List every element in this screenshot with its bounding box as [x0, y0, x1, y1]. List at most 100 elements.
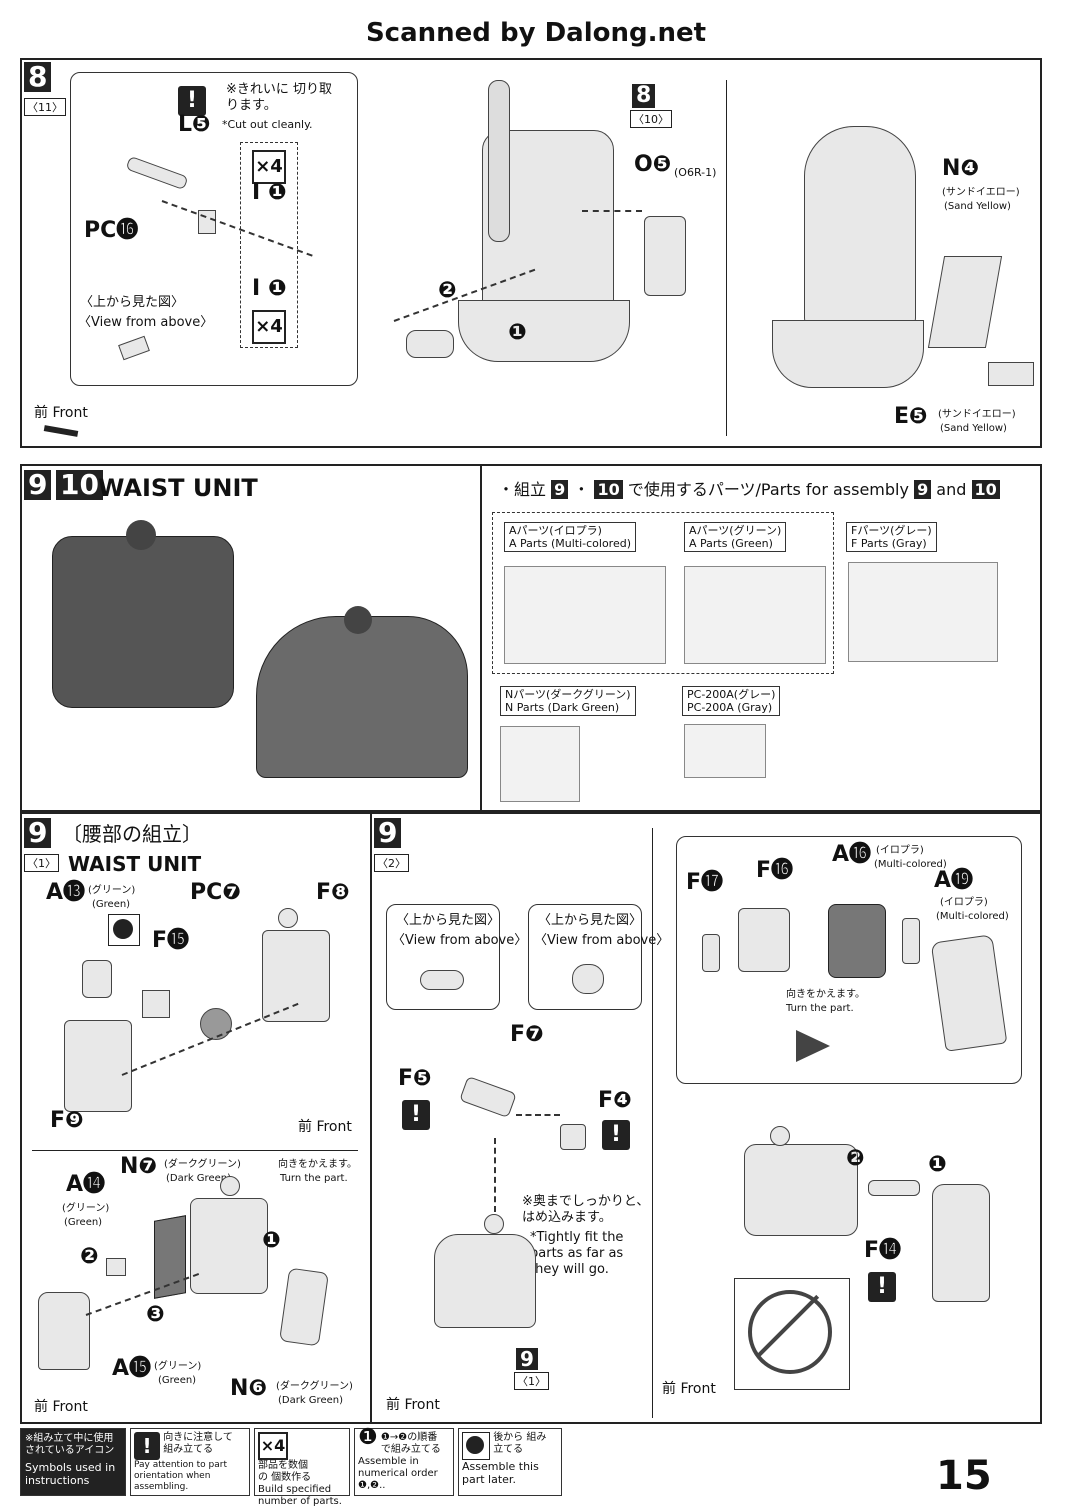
step9-1-number: 9: [24, 818, 52, 848]
runner-PC-en: PC-200A (Gray): [687, 701, 773, 714]
A14-part: [106, 1258, 126, 1276]
runner-N-en: N Parts (Dark Green): [505, 701, 620, 714]
A16-part: [902, 918, 920, 964]
part-A14-en: (Green): [64, 1217, 103, 1228]
part-F8-label: F❽: [316, 880, 350, 905]
front-indicator-9-1b: 前 Front: [34, 1399, 88, 1415]
view2-jp: 〈上から見た図〉: [538, 913, 643, 928]
prohibited-icon: [748, 1290, 832, 1374]
part-PC16-label: PC⓰: [84, 218, 139, 243]
part-A14-label: A⓮: [66, 1172, 106, 1197]
runner-A-green: [684, 566, 826, 664]
view2-en: 〈View from above〉: [534, 933, 670, 948]
A13-part: [82, 960, 112, 998]
step9-1-title-en: WAIST UNIT: [68, 852, 202, 876]
runner-PC200A: [684, 724, 766, 778]
legend-heading-en: Symbols used in instructions: [25, 1461, 116, 1487]
parts-heading-num10b: 10: [971, 480, 1000, 499]
legend-heading-jp: ※組み立て中に使用 されているアイコン: [25, 1433, 115, 1456]
part-F7-label: F❼: [510, 1022, 544, 1047]
part-N4-label: N❹: [942, 156, 980, 181]
seq-1-step9-1: ❶: [262, 1228, 281, 1253]
legend-item-later: 後から 組み立てる Assemble this part later.: [458, 1428, 562, 1496]
parts-divider: [480, 466, 482, 810]
runner-A-green-jp: Aパーツ(グリーン): [689, 524, 782, 537]
part-N6-jp: (ダークグリーン): [276, 1381, 353, 1392]
waist-assembly-final: [744, 1144, 858, 1236]
part-E5-en: (Sand Yellow): [940, 423, 1007, 434]
runner-label-A-green: Aパーツ(グリーン) A Parts (Green): [684, 522, 787, 552]
parts-heading-num9: 9: [551, 480, 569, 499]
torso-pipe: [488, 80, 510, 242]
runner-A-multi: [504, 566, 666, 664]
legend-item-3-jp: 後から 組み立てる: [493, 1432, 547, 1455]
E5-part: [988, 362, 1034, 386]
legend-item-quantity: ×4 部品を数個の 個数作る Build specified number of…: [254, 1428, 350, 1507]
view1-jp: 〈上から見た図〉: [396, 913, 501, 928]
waist-joint-render: [126, 520, 156, 550]
part-A16-en: (Multi-colored): [874, 859, 947, 870]
waist-front-assembly: [434, 1234, 536, 1328]
A16-assembly: [828, 904, 886, 978]
F8-ball: [278, 908, 298, 928]
legend-heading: ※組み立て中に使用 されているアイコン Symbols used in inst…: [20, 1428, 126, 1496]
part-A14-jp: (グリーン): [62, 1203, 110, 1214]
part-A13-label: A⓭: [46, 880, 86, 905]
step9-2-substep: 〈2〉: [374, 854, 409, 872]
waist-front-ball: [484, 1214, 504, 1234]
step8-substep: 〈11〉: [24, 98, 66, 116]
F4-line: [516, 1114, 560, 1116]
legend-num-icon: ❶: [358, 1425, 378, 1450]
part-A13-en: (Green): [92, 899, 131, 910]
step9-number-header: 9: [24, 470, 52, 500]
step9-1-substep: 〈1〉: [24, 854, 59, 872]
step8-panel: 8 〈11〉 ! ※きれいに 切り取ります。 *Cut out cleanly.…: [20, 58, 1042, 448]
legend-x4-icon: ×4: [258, 1432, 288, 1460]
view1-en: 〈View from above〉: [392, 933, 528, 948]
part-F4-label: F❹: [598, 1088, 632, 1113]
parts-heading-num9b: 9: [914, 480, 932, 499]
seq-2-step9-1: ❷: [80, 1244, 99, 1269]
turn-arrow-icon: [796, 1030, 830, 1062]
part-E5-jp: (サンドイエロー): [938, 409, 1016, 420]
x4-icon-top: ×4: [252, 150, 286, 184]
waist-assembly-ball: [770, 1126, 790, 1146]
step10-number-header: 10: [56, 470, 103, 500]
down-dashed-line: [494, 1138, 496, 1212]
legend-item-0-jp: 向きに注意して 組み立てる: [163, 1432, 233, 1455]
scan-credit: Scanned by Dalong.net: [365, 18, 707, 48]
runner-A-multi-en: A Parts (Multi-colored): [509, 537, 631, 550]
finished-torso: [804, 126, 916, 328]
part-N7-en: (Dark Green): [166, 1173, 231, 1184]
runner-group-dashed: [492, 512, 834, 674]
seq-3-step9-1: ❸: [146, 1302, 165, 1327]
part-L5-label: L❺: [178, 112, 211, 137]
coupling-part: [406, 330, 454, 358]
A15-line: [85, 1273, 200, 1316]
parts-heading-mid: ・: [573, 480, 590, 499]
waist-skirt-render: [256, 616, 468, 778]
turn-note-en-2: Turn the part.: [786, 1003, 854, 1014]
legend-item-orientation: ! 向きに注意して 組み立てる Pay attention to part or…: [130, 1428, 250, 1496]
front-arrow-icon: [43, 425, 79, 437]
runner-label-A-multi: Aパーツ(イロプラ) A Parts (Multi-colored): [504, 522, 636, 552]
part-F16-label: F⓰: [756, 858, 794, 883]
legend-bar: ※組み立て中に使用 されているアイコン Symbols used in inst…: [20, 1425, 920, 1507]
runner-F-gray: [848, 562, 998, 662]
A19-final-part: [932, 1184, 990, 1302]
fit-note-en: *Tightly fit the parts as far as they wi…: [530, 1230, 624, 1277]
attention-icon-F14: !: [868, 1272, 896, 1302]
step9-1-divider: [32, 1150, 358, 1151]
part-F14-label: F⓮: [864, 1238, 902, 1263]
F17-part: [702, 934, 720, 972]
step9-2-divider: [652, 828, 653, 1418]
view-above-box-1: [386, 904, 500, 1010]
attention-icon-F4: !: [602, 1120, 630, 1150]
divider: [726, 80, 727, 436]
turn-note-jp: 向きをかえます。: [278, 1159, 357, 1170]
runner-PC-jp: PC-200A(グレー): [687, 688, 776, 701]
seq-2-step9-2: ❷: [846, 1146, 865, 1171]
attention-icon: !: [178, 86, 206, 116]
runner-label-PC200A: PC-200A(グレー) PC-200A (Gray): [682, 686, 781, 716]
part-N4-jp: (サンドイエロー): [942, 187, 1020, 198]
